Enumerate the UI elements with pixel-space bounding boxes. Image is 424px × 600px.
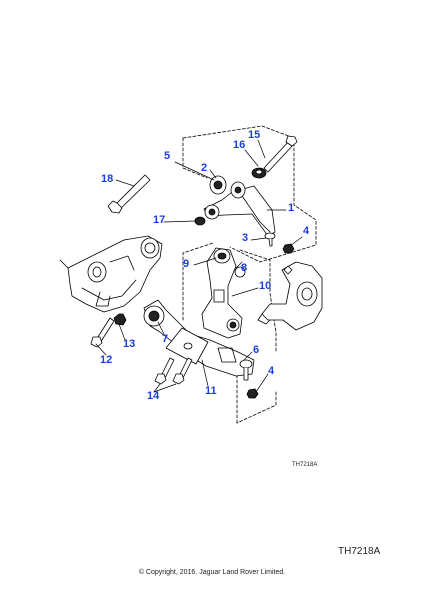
bolt-15 [263, 135, 298, 173]
callout-15: 15 [248, 129, 261, 141]
callout-16: 16 [233, 139, 246, 151]
ball-joint-6 [239, 359, 253, 381]
bush-2 [209, 175, 227, 195]
illustration-reference: TH7218A [338, 546, 381, 557]
subframe [59, 235, 163, 313]
knuckle [257, 261, 323, 331]
copyright-notice: © Copyright, 2016. Jaguar Land Rover Lim… [138, 569, 286, 576]
callout-4-upper: 4 [303, 225, 310, 237]
bush-9 [234, 266, 246, 278]
nut-4-upper [282, 243, 295, 254]
callout-3: 3 [242, 232, 249, 244]
callout-9: 9 [183, 258, 190, 270]
callout-18: 18 [101, 173, 114, 185]
callout-6: 6 [253, 344, 260, 356]
callout-1: 1 [288, 202, 295, 214]
plate-11 [165, 327, 209, 365]
nut-4-lower [246, 388, 259, 399]
bush-17 [194, 216, 206, 226]
callout-17: 17 [153, 214, 166, 226]
callout-4-lower: 4 [268, 365, 275, 377]
upper-arm-1 [203, 181, 276, 237]
callout-2: 2 [201, 162, 208, 174]
lower-arm-dashed-box [182, 242, 277, 424]
bolt-12 [90, 317, 115, 348]
bracket-8 [201, 247, 243, 339]
illustration-reference-small: TH7218A [292, 462, 318, 468]
leader-lines [95, 139, 303, 393]
callout-10: 10 [259, 280, 272, 292]
upper-arm-dashed-box [182, 125, 317, 263]
bolt-18 [107, 174, 151, 214]
callout-13: 13 [123, 338, 136, 350]
callout-5: 5 [164, 150, 171, 162]
callout-12: 12 [100, 354, 113, 366]
callout-14: 14 [147, 390, 160, 402]
bolts-14 [154, 357, 193, 385]
callout-11: 11 [205, 385, 217, 397]
washer-16 [251, 167, 267, 179]
callout-7: 7 [162, 333, 169, 345]
callout-8: 8 [241, 262, 248, 274]
bolt-13 [113, 313, 127, 326]
ball-joint-3 [264, 232, 276, 247]
